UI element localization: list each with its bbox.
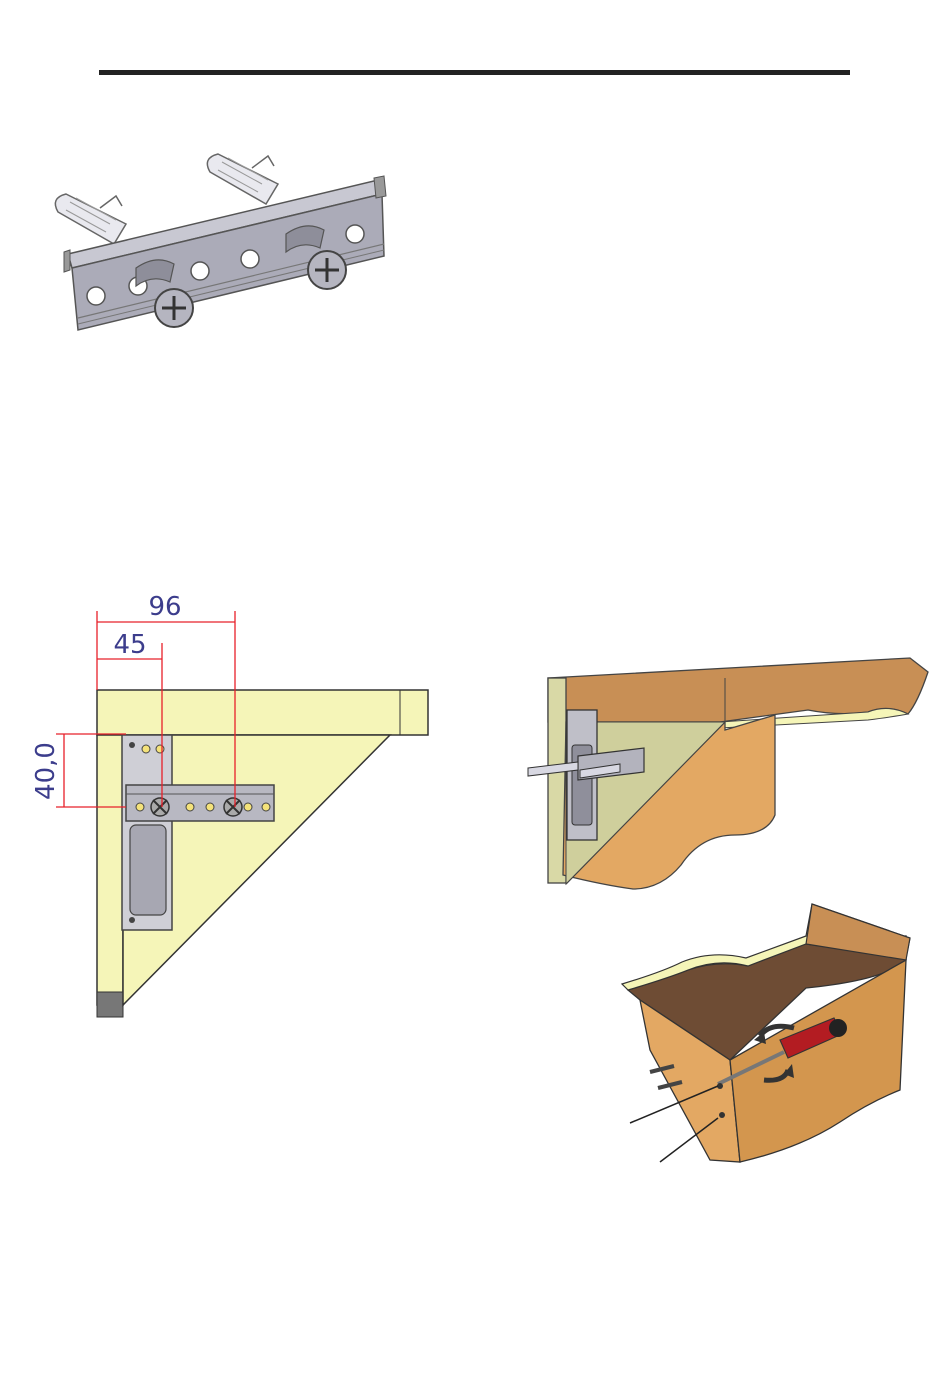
hanger-bracket <box>122 735 172 930</box>
wall-plug-icon <box>207 154 278 204</box>
wall-plug-icon <box>55 194 126 244</box>
dimension-96: 96 <box>148 592 181 622</box>
mounting-rail-icon <box>126 785 274 821</box>
screw-icon <box>224 798 242 816</box>
mounting-rail-hardware <box>40 150 400 350</box>
screw-icon <box>151 798 169 816</box>
side-view-dimension-drawing: 96 45 40,0 <box>20 585 440 1025</box>
header-rule <box>99 70 850 75</box>
screw-icon <box>155 289 193 327</box>
side-panel <box>97 735 123 1005</box>
dimension-40: 40,0 <box>31 742 61 800</box>
shelf-mounted-view <box>520 650 940 900</box>
shelf-screwing-view <box>600 900 920 1200</box>
dimension-45: 45 <box>113 630 146 660</box>
top-panel <box>97 690 428 735</box>
screw-icon <box>308 251 346 289</box>
